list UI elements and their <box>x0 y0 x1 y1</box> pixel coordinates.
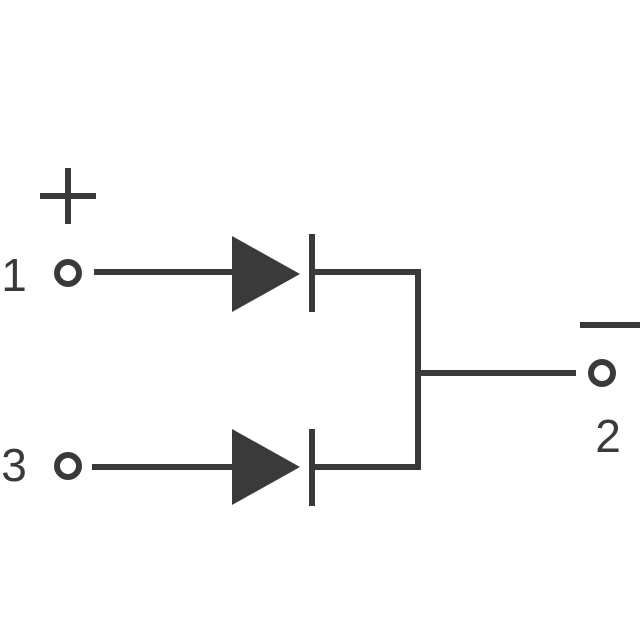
diode-2 <box>232 429 315 506</box>
pin-1-terminal <box>54 259 82 287</box>
pin-2-terminal <box>588 359 616 387</box>
diode-1-triangle <box>232 236 300 312</box>
pin-3-terminal <box>54 452 82 480</box>
pin-3-label: 3 <box>1 439 27 491</box>
pin-2-label: 2 <box>595 410 621 462</box>
plus-sign-icon <box>40 168 96 224</box>
diode-1 <box>232 234 315 312</box>
pin-1-label: 1 <box>1 249 27 301</box>
diode-2-triangle <box>232 429 300 505</box>
